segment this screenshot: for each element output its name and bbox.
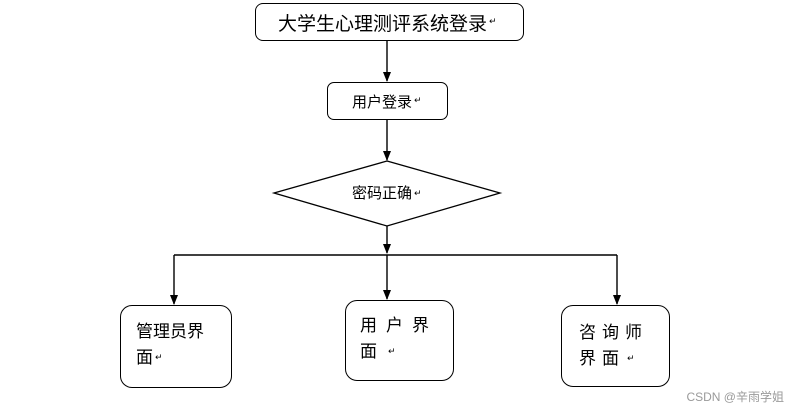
- return-mark: ↵: [489, 17, 497, 27]
- admin-interface-line2: 面: [136, 348, 153, 368]
- admin-interface-line2-wrap: 面↵: [136, 345, 225, 371]
- consultant-interface-line2-wrap: 界面↵: [579, 346, 663, 372]
- user-interface-line2: 面: [360, 342, 386, 362]
- consultant-interface-line2: 界面: [579, 349, 625, 369]
- return-mark: ↵: [388, 347, 396, 357]
- consultant-interface-box: 咨询师 界面↵: [561, 305, 670, 387]
- return-mark: ↵: [627, 354, 635, 364]
- return-mark: ↵: [414, 96, 422, 106]
- user-login-text: 用户登录: [352, 92, 413, 111]
- password-correct-text: 密码正确: [352, 184, 413, 202]
- user-login-box: 用户登录↵: [327, 82, 448, 120]
- admin-interface-line1: 管理员界: [136, 322, 204, 342]
- return-mark: ↵: [414, 188, 422, 199]
- system-login-title-text: 大学生心理测评系统登录: [278, 12, 488, 35]
- user-interface-box: 用户界 面↵: [345, 300, 454, 381]
- watermark: CSDN @辛雨学姐: [686, 390, 784, 404]
- consultant-interface-line1: 咨询师: [579, 323, 648, 343]
- password-correct-label: 密码正确↵: [352, 182, 422, 203]
- return-mark: ↵: [155, 353, 163, 363]
- user-interface-line2-wrap: 面↵: [360, 339, 447, 365]
- admin-interface-box: 管理员界 面↵: [120, 305, 232, 388]
- user-interface-line1: 用户界: [360, 316, 438, 336]
- system-login-title-box: 大学生心理测评系统登录↵: [255, 3, 524, 41]
